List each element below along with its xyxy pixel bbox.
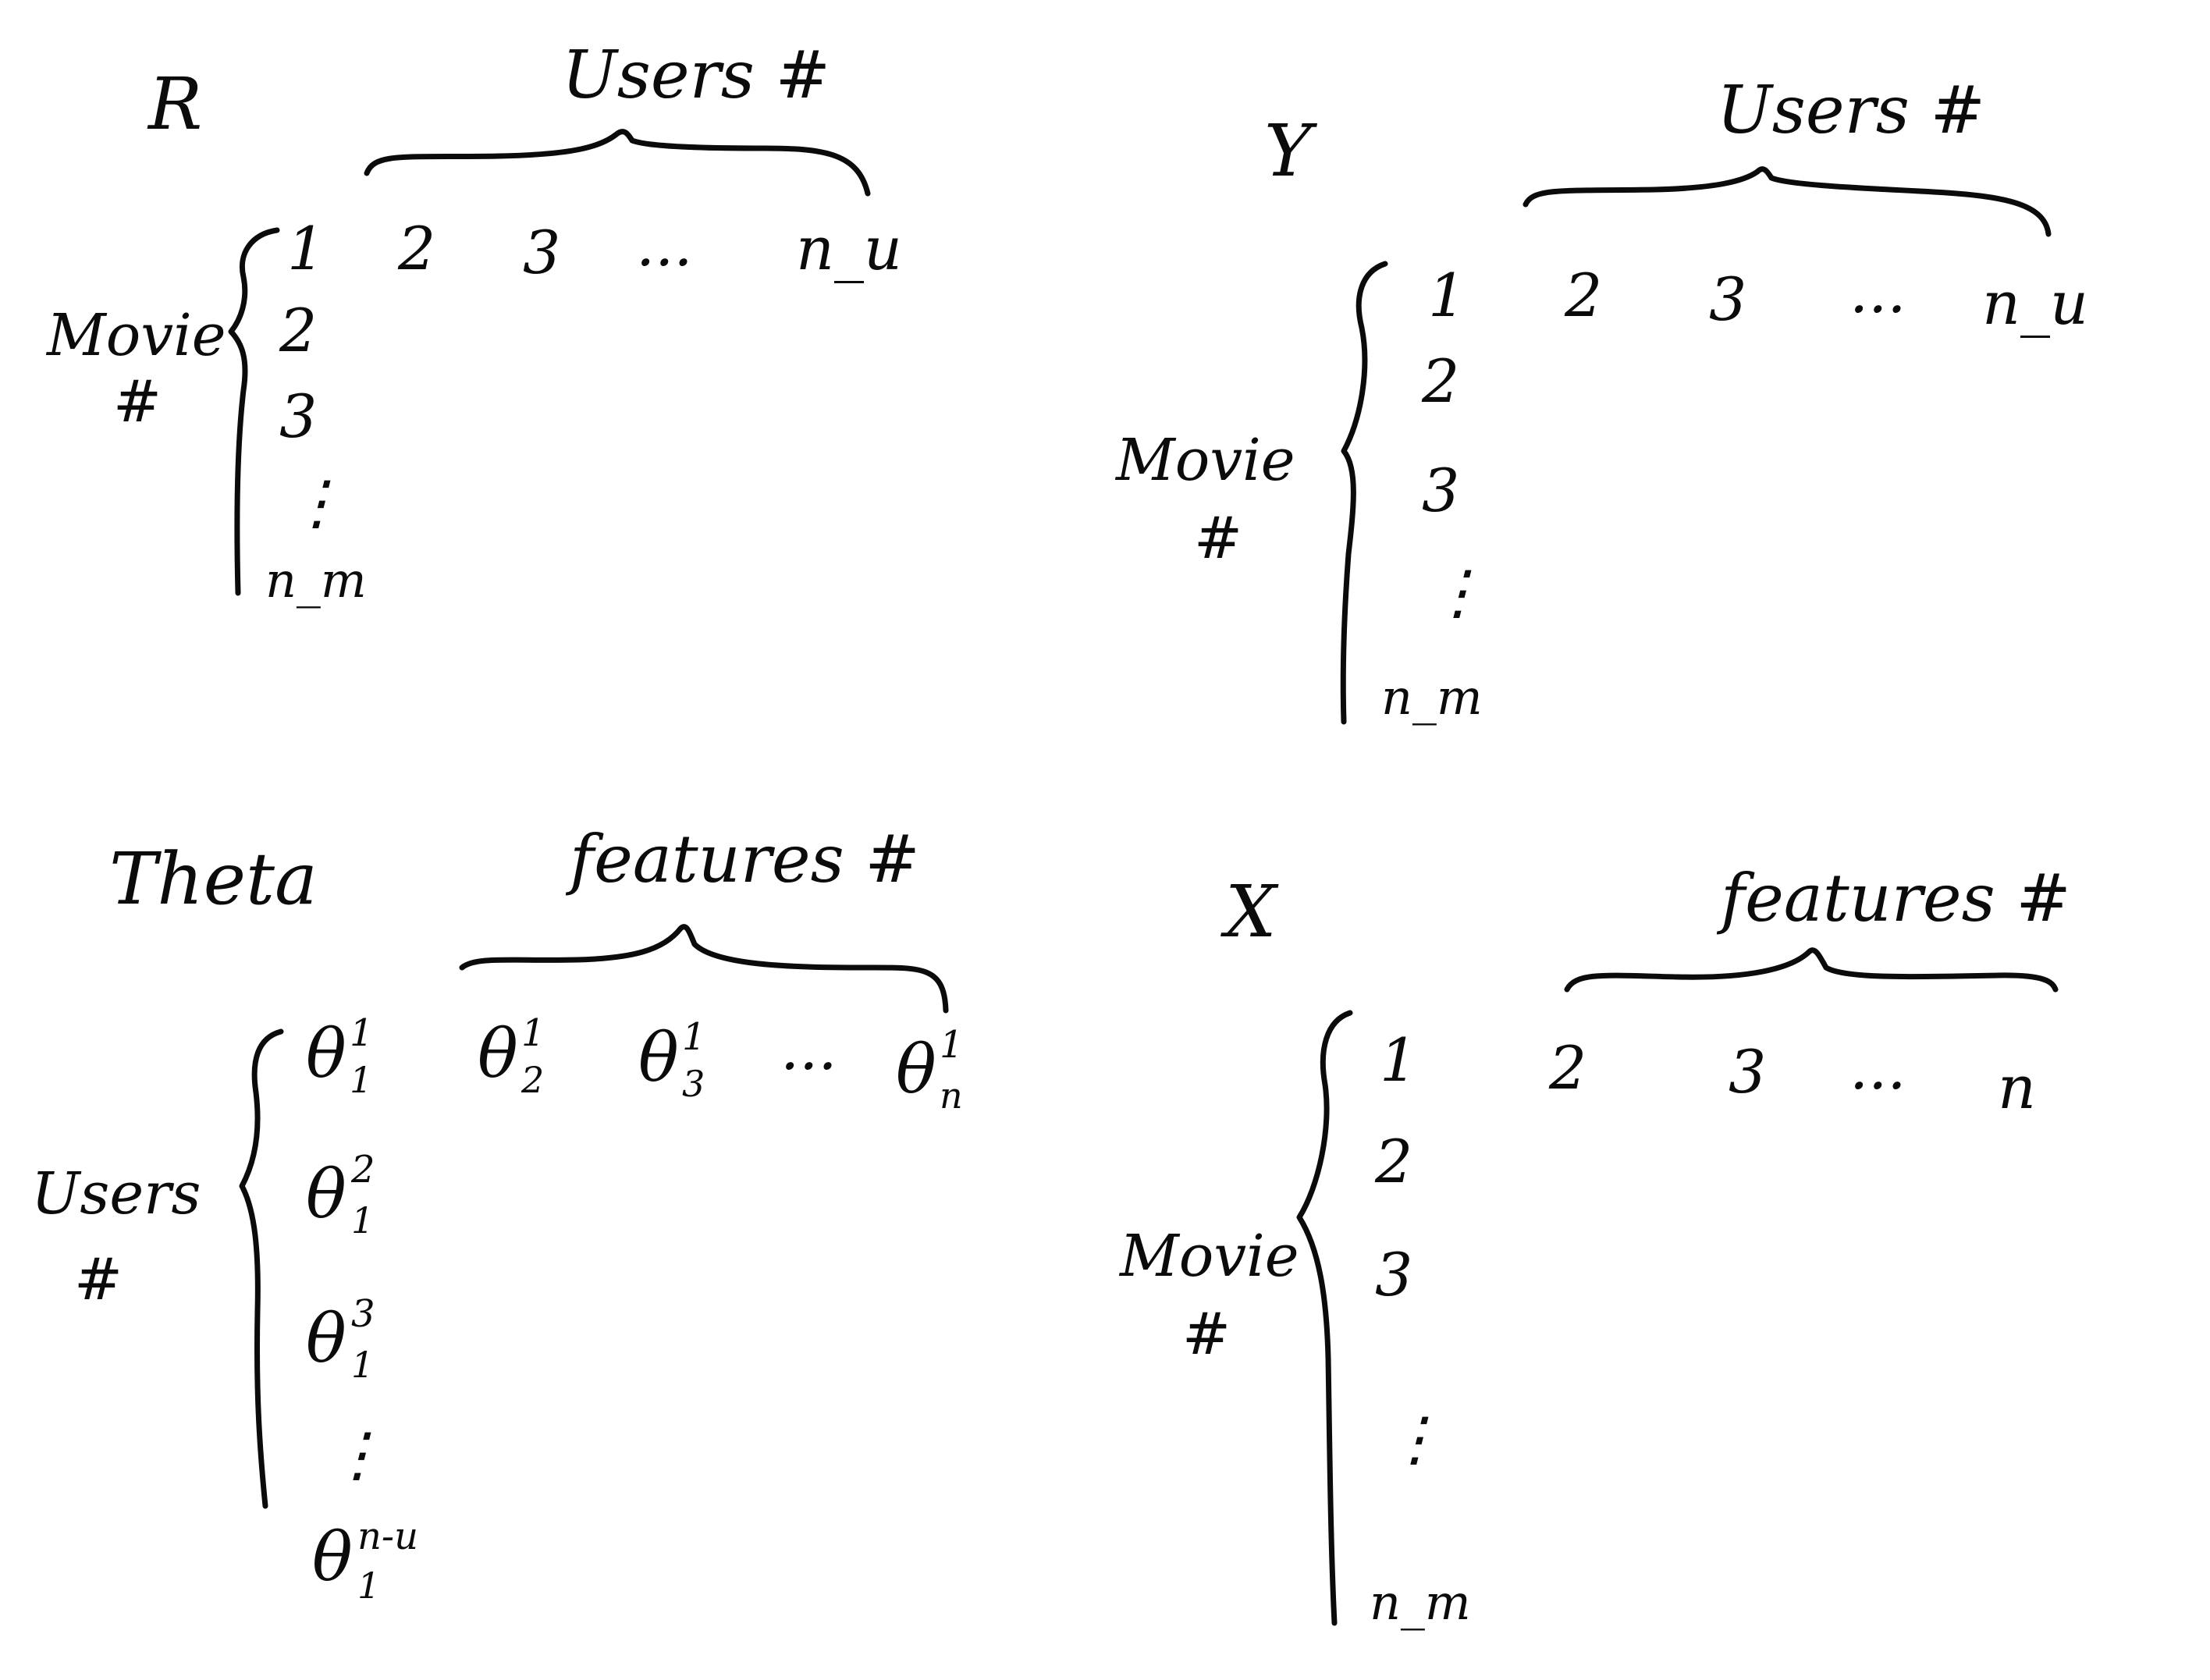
- panel-theta-side-label-1: Users: [31, 1160, 201, 1227]
- panel-r-row-3: 3: [279, 382, 317, 451]
- panel-r-top-brace: [364, 129, 871, 197]
- panel-y-side-label-2: #: [1194, 505, 1242, 572]
- panel-r-col-last: n_u: [796, 214, 902, 283]
- panel-r-title: R: [147, 62, 202, 146]
- panel-r-top-label: Users #: [562, 37, 830, 113]
- panel-theta-row-last-base: θ: [312, 1518, 353, 1597]
- panel-theta-col-2-base: θ: [478, 1015, 518, 1093]
- panel-y-top-brace: [1522, 166, 2052, 237]
- panel-y-side-label-1: Movie: [1114, 427, 1295, 494]
- panel-x-row-2: 2: [1374, 1127, 1412, 1196]
- panel-theta-row-2-sup: 2: [350, 1148, 375, 1192]
- panel-r-col-2: 2: [397, 214, 435, 283]
- panel-y-col-3: 3: [1709, 265, 1746, 334]
- panel-y-col-ellipsis: ...: [1849, 257, 1906, 326]
- panel-y-top-label: Users #: [1717, 72, 1985, 148]
- panel-theta-row-3-sub: 1: [351, 1344, 374, 1386]
- panel-theta-col-last: θ 1 n: [896, 1023, 964, 1117]
- panel-x-col-2: 2: [1548, 1033, 1586, 1103]
- panel-theta-row-last-sub: 1: [357, 1565, 380, 1607]
- panel-theta-col-ellipsis: ...: [780, 1014, 837, 1083]
- panel-x-top-label: features #: [1716, 860, 2071, 936]
- panel-x-top-brace: [1564, 947, 2059, 993]
- panel-y-col-last: n_u: [1982, 268, 2088, 338]
- panel-r-col-1: 1: [287, 214, 325, 283]
- panel-x-side-label-2: #: [1182, 1301, 1231, 1368]
- panel-theta-col-3-sup: 1: [682, 1015, 706, 1059]
- panel-theta-col-3-sub: 3: [682, 1063, 705, 1105]
- panel-theta-col-1-sub: 1: [350, 1059, 372, 1101]
- panel-r-row-last: n_m: [265, 552, 367, 609]
- panel-theta-col-3-base: θ: [638, 1019, 679, 1097]
- panel-x-title: X: [1220, 870, 1279, 954]
- panel-theta-col-3: θ 1 3: [638, 1015, 706, 1105]
- panel-r-side-label-1: Movie: [45, 302, 226, 369]
- panel-x-row-last: n_m: [1370, 1574, 1471, 1631]
- panel-theta-col-last-sub: n: [940, 1074, 963, 1117]
- panel-theta-col-1: θ 1 1: [306, 1011, 374, 1101]
- panel-theta-row-2: θ 2 1: [306, 1148, 375, 1241]
- panel-theta-side-label-2: #: [74, 1246, 123, 1313]
- panel-theta-col-last-base: θ: [896, 1031, 936, 1109]
- panel-x-row-3: 3: [1375, 1240, 1412, 1309]
- panel-y-row-3: 3: [1422, 456, 1459, 525]
- panel-theta-row-3-base: θ: [306, 1300, 346, 1378]
- panel-x-col-3: 3: [1729, 1037, 1766, 1106]
- panel-theta-top-label: features #: [565, 821, 920, 897]
- panel-theta-col-1-sup: 1: [350, 1011, 374, 1055]
- panel-r-side-label-2: #: [113, 368, 162, 435]
- panel-theta-top-brace: [459, 924, 949, 1014]
- panel-theta-col-2: θ 1 2: [478, 1011, 545, 1101]
- panel-theta-side-brace: [239, 1028, 284, 1509]
- panel-y-col-1: 1: [1428, 261, 1466, 330]
- panel-theta-row-ellipsis: ⋮: [328, 1419, 387, 1489]
- panel-theta-row-3-sup: 3: [351, 1292, 375, 1336]
- panel-theta-col-1-base: θ: [306, 1015, 346, 1093]
- panel-theta-col-2-sup: 1: [521, 1011, 545, 1055]
- panel-x-col-ellipsis: ...: [1849, 1033, 1906, 1103]
- panel-x-side-label-1: Movie: [1118, 1223, 1299, 1290]
- panel-x-row-ellipsis: ⋮: [1385, 1404, 1444, 1473]
- panel-y: Y Users # 1 2 3 ... n_u 2 3 ⋮ n_m Movie …: [1114, 72, 2088, 726]
- panel-y-col-2: 2: [1564, 261, 1602, 330]
- panel-y-row-2: 2: [1421, 346, 1459, 416]
- panel-r-row-ellipsis: ⋮: [287, 467, 346, 537]
- panel-x: X features # 1 2 3 ... n 2 3 ⋮ n_m Movie…: [1118, 860, 2071, 1631]
- panel-theta-row-2-base: θ: [306, 1156, 346, 1234]
- panel-theta: Theta features # θ 1 1 θ 1 2 θ 1 3 ... θ…: [31, 821, 964, 1607]
- panel-theta-col-last-sup: 1: [940, 1023, 964, 1067]
- panel-theta-row-3: θ 3 1: [306, 1292, 375, 1386]
- panel-y-row-last: n_m: [1381, 669, 1483, 726]
- panel-theta-row-2-sub: 1: [351, 1199, 374, 1241]
- panel-r-side-brace: [228, 227, 280, 596]
- panel-r-col-ellipsis: ...: [636, 210, 692, 279]
- panel-theta-col-2-sub: 2: [521, 1059, 544, 1101]
- panel-x-side-brace: [1296, 1010, 1353, 1626]
- panel-x-col-1: 1: [1380, 1025, 1417, 1095]
- panel-theta-title: Theta: [109, 837, 318, 921]
- panel-x-col-last: n: [1998, 1053, 2036, 1122]
- panel-r-row-2: 2: [279, 296, 317, 365]
- panel-y-row-ellipsis: ⋮: [1428, 557, 1487, 627]
- panel-y-side-brace: [1340, 261, 1388, 725]
- panel-r: R Users # 1 2 3 ... n_u 2 3 ⋮ n_m Movie …: [45, 37, 902, 609]
- panel-r-col-3: 3: [523, 218, 560, 287]
- panel-y-title: Y: [1264, 109, 1318, 193]
- panel-theta-row-last-sup: n-u: [357, 1515, 418, 1558]
- panel-theta-row-last: θ n-u 1: [312, 1515, 418, 1607]
